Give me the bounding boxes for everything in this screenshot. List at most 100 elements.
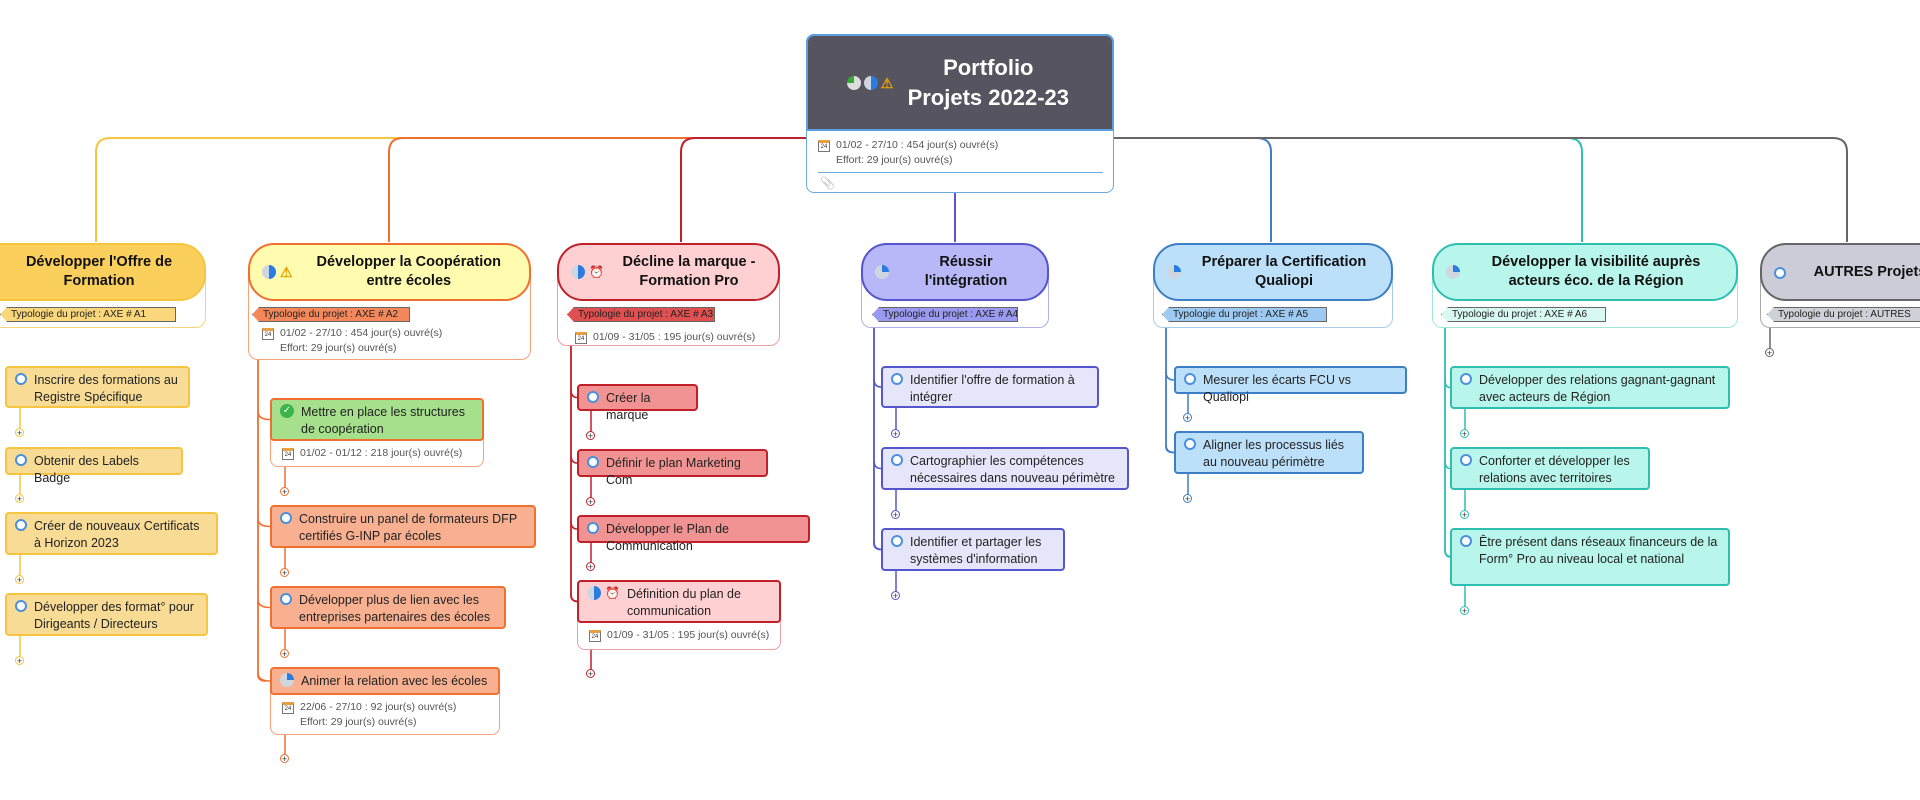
child-node[interactable]: Développer plus de lien avec les entrepr… <box>270 586 506 629</box>
root-connector <box>95 137 955 242</box>
branch-node[interactable]: Développer l'Offre de Formation <box>0 243 206 301</box>
branch-node[interactable]: Développer la visibilité auprès acteurs … <box>1432 243 1738 301</box>
expand-button[interactable]: + <box>15 575 24 585</box>
branch-spine <box>873 328 883 551</box>
branch-node[interactable]: AUTRES Projets <box>1760 243 1920 301</box>
child-label: Mesurer les écarts FCU vs Qualiopi <box>1203 373 1351 404</box>
child-connector <box>570 593 578 603</box>
expand-button[interactable]: + <box>15 494 24 504</box>
date-text: 01/02 - 27/10 : 454 jour(s) ouvré(s)Effo… <box>280 326 442 356</box>
child-node[interactable]: Développer des relations gagnant-gagnant… <box>1450 366 1730 409</box>
branch-node[interactable]: Réussir l'intégration <box>861 243 1049 301</box>
expand-button[interactable]: + <box>1183 413 1192 423</box>
expand-button[interactable]: + <box>280 487 289 497</box>
not-started-icon <box>1184 438 1196 450</box>
child-node[interactable]: Cartographier les compétences nécessaire… <box>881 447 1129 490</box>
child-node[interactable]: ⏰Définition du plan de communication <box>577 580 781 623</box>
child-node[interactable]: Inscrire des formations au Registre Spéc… <box>5 366 190 408</box>
child-node[interactable]: Obtenir des Labels Badge <box>5 447 183 485</box>
child-node[interactable]: Créer la marque <box>577 384 698 422</box>
child-node[interactable]: ✓Mettre en place les structures de coopé… <box>270 398 484 441</box>
child-node[interactable]: Mesurer les écarts FCU vs Qualiopi <box>1174 366 1407 404</box>
child-node[interactable]: Être présent dans réseaux financeurs de … <box>1450 528 1730 586</box>
project-type-tag: Typologie du projet : AXE # A6 <box>1441 307 1606 322</box>
child-node[interactable]: Animer la relation avec les écoles <box>270 667 500 695</box>
branch-icons <box>1774 266 1786 279</box>
date-range: 01/09 - 31/05 : 195 jour(s) ouvré(s) <box>607 629 770 641</box>
expand-button[interactable]: + <box>1460 429 1469 439</box>
branch-node[interactable]: Préparer la Certification Qualiopi <box>1153 243 1393 301</box>
alarm-icon: ⏰ <box>589 265 604 279</box>
branch-node[interactable]: ⚠Développer la Coopération entre écoles <box>248 243 531 301</box>
root-divider <box>818 172 1103 173</box>
child-connector <box>1165 371 1175 381</box>
child-node[interactable]: Développer des format° pour Dirigeants /… <box>5 593 208 636</box>
calendar-icon: 24 <box>282 702 294 714</box>
expand-button[interactable]: + <box>280 649 289 659</box>
branch-icons <box>1167 265 1181 279</box>
child-node[interactable]: Définir le plan Marketing Com <box>577 449 768 487</box>
project-type-tag: Typologie du projet : AXE # A4 <box>872 307 1018 322</box>
expand-button[interactable]: + <box>1460 606 1469 616</box>
progress-quarter-icon <box>1167 265 1181 279</box>
expand-button[interactable]: + <box>586 562 595 572</box>
effort: Effort: 29 jour(s) ouvré(s) <box>300 716 417 728</box>
expand-button[interactable]: + <box>586 669 595 679</box>
expand-button[interactable]: + <box>586 497 595 507</box>
child-label: Inscrire des formations au Registre Spéc… <box>34 373 178 404</box>
expand-button[interactable]: + <box>586 431 595 441</box>
child-connector <box>570 520 578 530</box>
date-text: 01/09 - 31/05 : 195 jour(s) ouvré(s) <box>607 628 769 643</box>
expand-button[interactable]: + <box>1765 348 1774 358</box>
child-connector <box>873 460 882 470</box>
expand-button[interactable]: + <box>891 591 900 601</box>
date-range: 22/06 - 27/10 : 92 jour(s) ouvré(s) <box>300 701 457 713</box>
child-label: Cartographier les compétences nécessaire… <box>910 454 1115 485</box>
expand-button[interactable]: + <box>280 568 289 578</box>
child-node[interactable]: Identifier et partager les systèmes d'in… <box>881 528 1065 571</box>
not-started-icon <box>1460 535 1472 547</box>
expand-button[interactable]: + <box>891 429 900 439</box>
not-started-icon <box>1460 373 1472 385</box>
branch-node[interactable]: ⏰Décline la marque - Formation Pro <box>557 243 780 301</box>
project-type-tag: Typologie du projet : AXE # A5 <box>1162 307 1327 322</box>
child-node[interactable]: Construire un panel de formateurs DFP ce… <box>270 505 536 548</box>
expand-button[interactable]: + <box>1183 494 1192 504</box>
child-label: Obtenir des Labels Badge <box>34 454 139 485</box>
child-label: Identifier et partager les systèmes d'in… <box>910 535 1042 566</box>
not-started-icon <box>15 373 27 385</box>
branch-spine <box>1444 328 1454 558</box>
root-icons: ⚠ <box>846 74 894 91</box>
child-node[interactable]: Aligner les processus liés au nouveau pé… <box>1174 431 1364 474</box>
child-node[interactable]: Identifier l'offre de formation à intégr… <box>881 366 1099 408</box>
expand-button[interactable]: + <box>280 754 289 764</box>
root-connector <box>955 137 1848 242</box>
expand-button[interactable]: + <box>15 428 24 438</box>
branch-icons <box>875 265 889 279</box>
expand-button[interactable]: + <box>15 656 24 666</box>
child-connector <box>570 454 578 464</box>
child-label: Animer la relation avec les écoles <box>301 674 488 688</box>
not-started-icon <box>587 456 599 468</box>
child-label: Aligner les processus liés au nouveau pé… <box>1203 438 1345 469</box>
expand-button[interactable]: + <box>1460 510 1469 520</box>
child-node[interactable]: Développer le Plan de Communication <box>577 515 810 553</box>
root-node[interactable]: ⚠Portfolio Projets 2022-23 <box>806 34 1114 131</box>
child-node[interactable]: Conforter et développer les relations av… <box>1450 447 1650 490</box>
calendar-icon: 24 <box>262 328 274 340</box>
not-started-icon <box>15 454 27 466</box>
date-text: 22/06 - 27/10 : 92 jour(s) ouvré(s) Effor… <box>300 700 456 730</box>
paperclip-icon[interactable]: 📎 <box>820 176 835 190</box>
expand-button[interactable]: + <box>891 510 900 520</box>
project-type-tag: Typologie du projet : AUTRES <box>1767 307 1920 322</box>
child-label: Créer de nouveaux Certificats à Horizon … <box>34 519 200 550</box>
child-node[interactable]: Créer de nouveaux Certificats à Horizon … <box>5 512 218 555</box>
warning-icon: ⚠ <box>880 74 894 91</box>
branch-title: Réussir l'intégration <box>924 254 1008 289</box>
calendar-icon: 24 <box>282 448 294 460</box>
project-type-tag: Typologie du projet : AXE # A3 <box>567 307 715 322</box>
child-label: Développer plus de lien avec les entrepr… <box>299 593 491 624</box>
child-connector <box>1444 460 1451 470</box>
